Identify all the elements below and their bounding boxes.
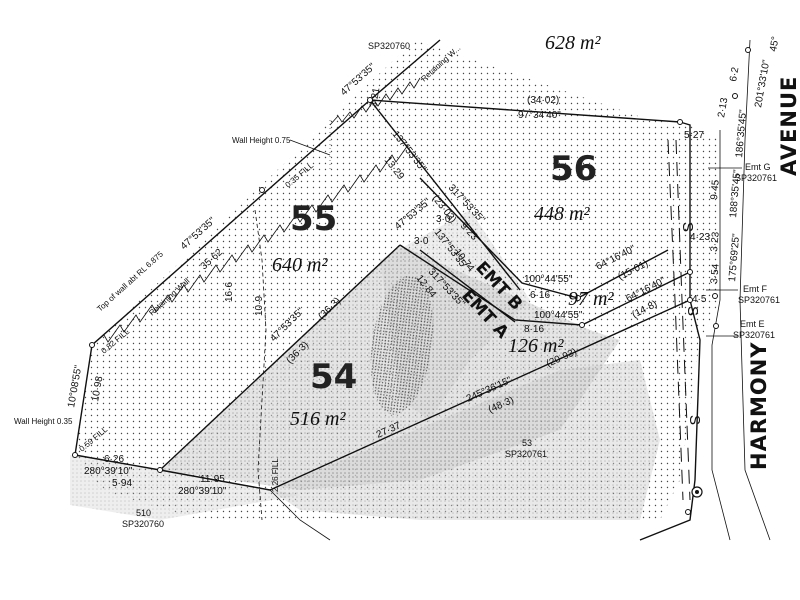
top-plan-ref: SP320760 xyxy=(368,41,410,51)
dim: 11·95 xyxy=(200,474,225,485)
lot-510-number: 510 xyxy=(136,508,151,518)
peg-mark xyxy=(259,187,265,193)
dim: 6·26 xyxy=(104,454,124,465)
dim: 280°39'10" xyxy=(84,466,133,477)
road-kerb xyxy=(711,130,731,541)
peg-mark xyxy=(367,97,373,103)
peg-mark xyxy=(713,323,719,329)
emt-e-label: Emt E xyxy=(740,319,765,329)
boundary-nw xyxy=(74,39,441,456)
dim: 10·9 xyxy=(254,296,265,316)
lower-left-shading xyxy=(70,455,300,520)
dim: 97°34'40" xyxy=(518,110,561,121)
manhole-icon-centre xyxy=(695,490,699,494)
dim: 6·2 xyxy=(728,66,741,83)
lot-53-shading xyxy=(270,360,660,520)
lot-55-number: 55 xyxy=(290,199,337,239)
peg-mark xyxy=(712,293,718,299)
peg-mark xyxy=(72,452,78,458)
peg-mark xyxy=(687,269,693,275)
lot-53-number: 53 xyxy=(522,438,532,448)
dim: 8·16 xyxy=(524,324,544,335)
peg-mark xyxy=(732,93,738,99)
emt-a-area: 126 m² xyxy=(508,335,564,357)
lot-510-plan: SP320760 xyxy=(122,519,164,529)
boundary-54-55 xyxy=(159,244,401,471)
dim: 9·45 xyxy=(709,179,722,200)
lot-55-area: 640 m² xyxy=(272,254,328,276)
dim: 3·23 xyxy=(709,231,722,252)
lot-53-plan: SP320761 xyxy=(505,449,547,459)
dim: 3·21 xyxy=(368,86,382,108)
dim: 3·54 xyxy=(709,263,722,284)
retaining-wall-zigzag xyxy=(91,144,409,346)
road-centreline-s: S xyxy=(684,306,701,316)
boundary-54-53 xyxy=(269,299,691,491)
dim: 100°44'55" xyxy=(534,310,583,321)
peg-mark xyxy=(579,322,585,328)
road-centre-line xyxy=(675,139,691,501)
emt-g-label: Emt G xyxy=(745,162,771,172)
pond-ellipse xyxy=(370,275,434,415)
road-centreline-s: S xyxy=(686,415,703,425)
dim: 4·23 xyxy=(690,232,710,243)
emt-e-plan: SP320761 xyxy=(733,330,775,340)
dim: 5·94 xyxy=(112,478,132,489)
road-edge-far xyxy=(739,39,771,541)
emt-b-area: 97 m² xyxy=(568,288,614,310)
peg-mark xyxy=(687,297,693,303)
lot-54-number: 54 xyxy=(310,357,357,397)
boundary-emt-a-top xyxy=(399,244,691,326)
dim: 186°35'45" xyxy=(734,109,749,159)
dim: 3·0 xyxy=(436,214,451,225)
dim: 3·0 xyxy=(414,236,429,247)
peg-mark xyxy=(677,119,683,125)
road-centreline-s: S xyxy=(679,222,696,232)
boundary-55-56 xyxy=(369,99,521,291)
road-name-harmony: HARMONY xyxy=(747,341,771,470)
road-name-avenue: AVENUE xyxy=(777,76,800,176)
wall-height-035: Wall Height 0.35 xyxy=(14,417,73,426)
peg-mark xyxy=(575,295,581,301)
top-area-fragment: 628 m² xyxy=(545,32,601,54)
emt-f-label: Emt F xyxy=(743,284,768,294)
peg-mark xyxy=(745,47,751,53)
dim: 10·98 xyxy=(90,375,105,403)
leader-wall-075 xyxy=(289,139,331,156)
lot-56-area: 448 m² xyxy=(534,203,590,225)
sewer-line xyxy=(667,139,684,501)
pipe-line xyxy=(269,489,331,541)
dim: 175°69'25" xyxy=(727,233,742,283)
boundary-top-56 xyxy=(369,99,681,123)
peg-mark xyxy=(685,509,691,515)
peg-mark xyxy=(157,467,163,473)
dim: 280°39'10" xyxy=(178,486,227,497)
dim: 5·27 xyxy=(684,130,704,141)
wall-height-075: Wall Height 0.75 xyxy=(232,136,291,145)
lot-56-number: 56 xyxy=(550,149,597,189)
dim: 16·6 xyxy=(224,282,235,302)
fill-226: 2.26 FILL xyxy=(271,458,280,492)
boundary-emt-b-top xyxy=(419,177,669,299)
road-frontage xyxy=(639,121,701,541)
fill-contour xyxy=(254,209,267,521)
dim: 188°35'45" xyxy=(728,169,743,219)
dim: 4·5 xyxy=(692,294,707,305)
dim: 100°44'55" xyxy=(524,274,573,285)
dim: 2·13 xyxy=(716,96,730,118)
peg-mark xyxy=(89,342,95,348)
emt-g-plan: SP320761 xyxy=(735,173,777,183)
dim: (34·02) xyxy=(527,95,559,106)
retaining-wall-zigzag-2 xyxy=(329,77,421,126)
boundary-emt-a-line xyxy=(419,249,516,323)
emt-f-plan: SP320761 xyxy=(738,295,780,305)
dim: 6·16 xyxy=(530,290,550,301)
lot-54-area: 516 m² xyxy=(290,408,346,430)
dim: 45° xyxy=(768,36,781,53)
